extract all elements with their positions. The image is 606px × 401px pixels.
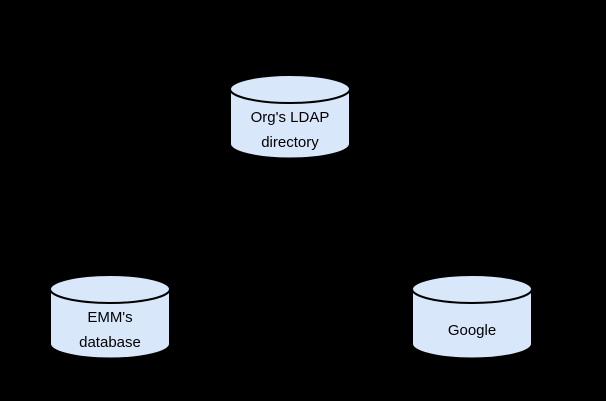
node-google: Google bbox=[411, 274, 533, 360]
node-label-emms-database: EMM's database bbox=[79, 309, 141, 351]
node-orgs-ldap-directory: Org's LDAP directory bbox=[229, 74, 351, 160]
database-cylinder-icon bbox=[229, 74, 351, 160]
node-label-google: Google bbox=[447, 321, 497, 339]
node-label-orgs-ldap-directory: Org's LDAP directory bbox=[250, 109, 330, 151]
database-cylinder-icon bbox=[411, 274, 533, 360]
database-cylinder-icon bbox=[49, 274, 171, 360]
node-emms-database: EMM's database bbox=[49, 274, 171, 360]
